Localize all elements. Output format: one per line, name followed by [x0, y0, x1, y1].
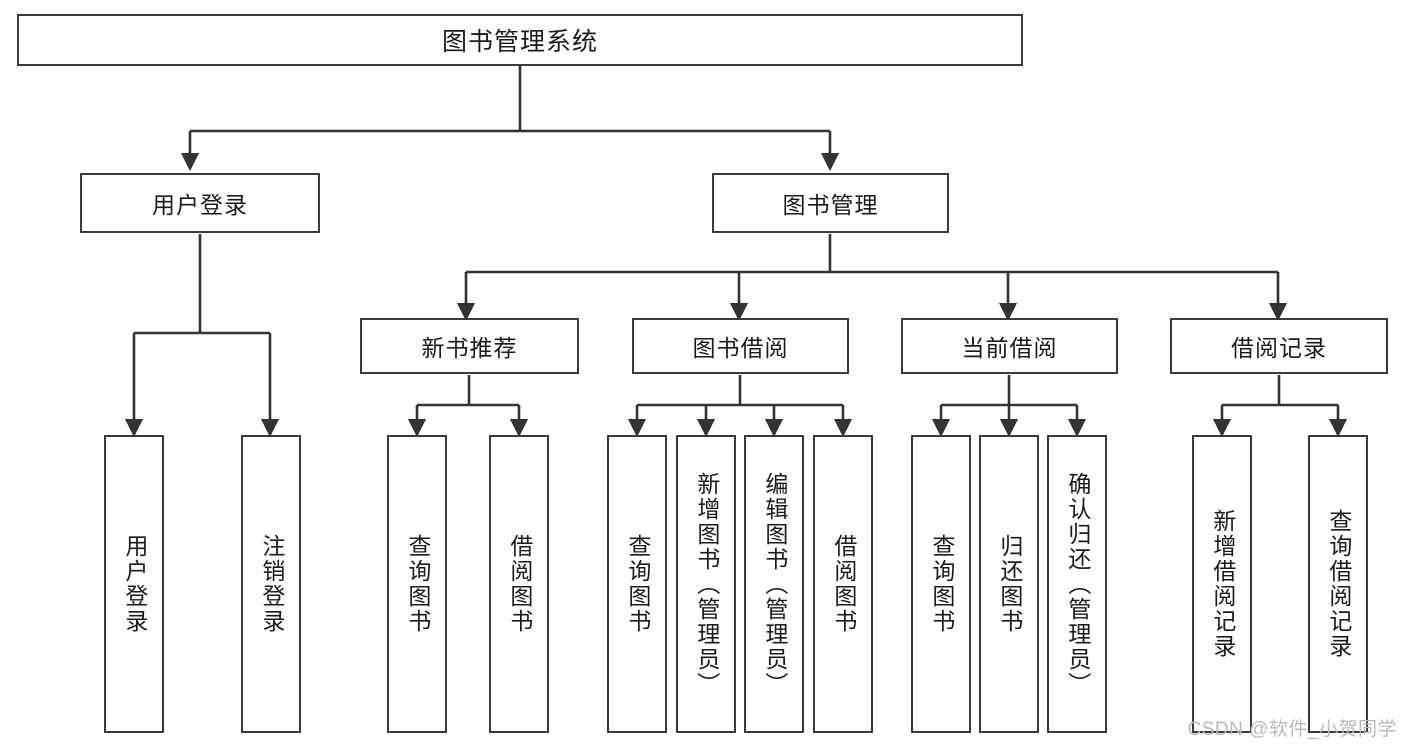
node-book-borrow[interactable]: 图书借阅	[632, 318, 849, 374]
leaf-borrow-books[interactable]: 借阅图书	[813, 435, 873, 733]
node-label: 查询图书	[404, 534, 431, 634]
leaf-return-books[interactable]: 归还图书	[979, 435, 1039, 733]
node-user-login[interactable]: 用户登录	[80, 173, 320, 233]
node-label: 图书管理系统	[441, 28, 598, 56]
leaf-user-login[interactable]: 用户登录	[104, 435, 164, 733]
node-label: 新书推荐	[421, 335, 518, 361]
node-label: 图书借阅	[692, 335, 789, 361]
node-label: 图书管理	[782, 192, 879, 218]
leaf-add-borrow-record[interactable]: 新增借阅记录	[1192, 435, 1252, 733]
node-label: 归还图书	[996, 534, 1023, 634]
leaf-query-books-current[interactable]: 查询图书	[911, 435, 971, 733]
node-label: 新增图书（管理员）	[693, 471, 720, 697]
node-label: 借阅图书	[506, 534, 533, 634]
leaf-borrow-books-new[interactable]: 借阅图书	[489, 435, 549, 733]
leaf-add-book-admin[interactable]: 新增图书（管理员）	[676, 435, 736, 733]
node-label: 当前借阅	[961, 335, 1058, 361]
node-label: 查询图书	[624, 534, 651, 634]
leaf-query-books-new[interactable]: 查询图书	[387, 435, 447, 733]
csdn-watermark: CSDN @软件_小贺同学	[1187, 719, 1397, 740]
node-borrow-record[interactable]: 借阅记录	[1170, 318, 1388, 374]
node-new-book-recommend[interactable]: 新书推荐	[360, 318, 579, 374]
node-label: 借阅记录	[1231, 335, 1327, 361]
leaf-confirm-return-admin[interactable]: 确认归还（管理员）	[1047, 435, 1107, 733]
node-label: 编辑图书（管理员）	[761, 471, 788, 697]
node-current-borrow[interactable]: 当前借阅	[901, 318, 1118, 374]
node-book-management[interactable]: 图书管理	[712, 173, 949, 233]
node-label: 用户登录	[121, 534, 148, 634]
node-label: 查询借阅记录	[1325, 509, 1352, 659]
node-root-system[interactable]: 图书管理系统	[17, 14, 1023, 66]
leaf-query-borrow-record[interactable]: 查询借阅记录	[1308, 435, 1368, 733]
node-label: 借阅图书	[830, 534, 857, 634]
node-label: 新增借阅记录	[1209, 509, 1236, 659]
node-label: 用户登录	[152, 192, 248, 218]
leaf-edit-book-admin[interactable]: 编辑图书（管理员）	[744, 435, 804, 733]
leaf-query-books-borrow[interactable]: 查询图书	[607, 435, 667, 733]
node-label: 注销登录	[258, 534, 285, 634]
node-label: 确认归还（管理员）	[1064, 471, 1091, 697]
node-label: 查询图书	[928, 534, 955, 634]
leaf-logout[interactable]: 注销登录	[241, 435, 301, 733]
